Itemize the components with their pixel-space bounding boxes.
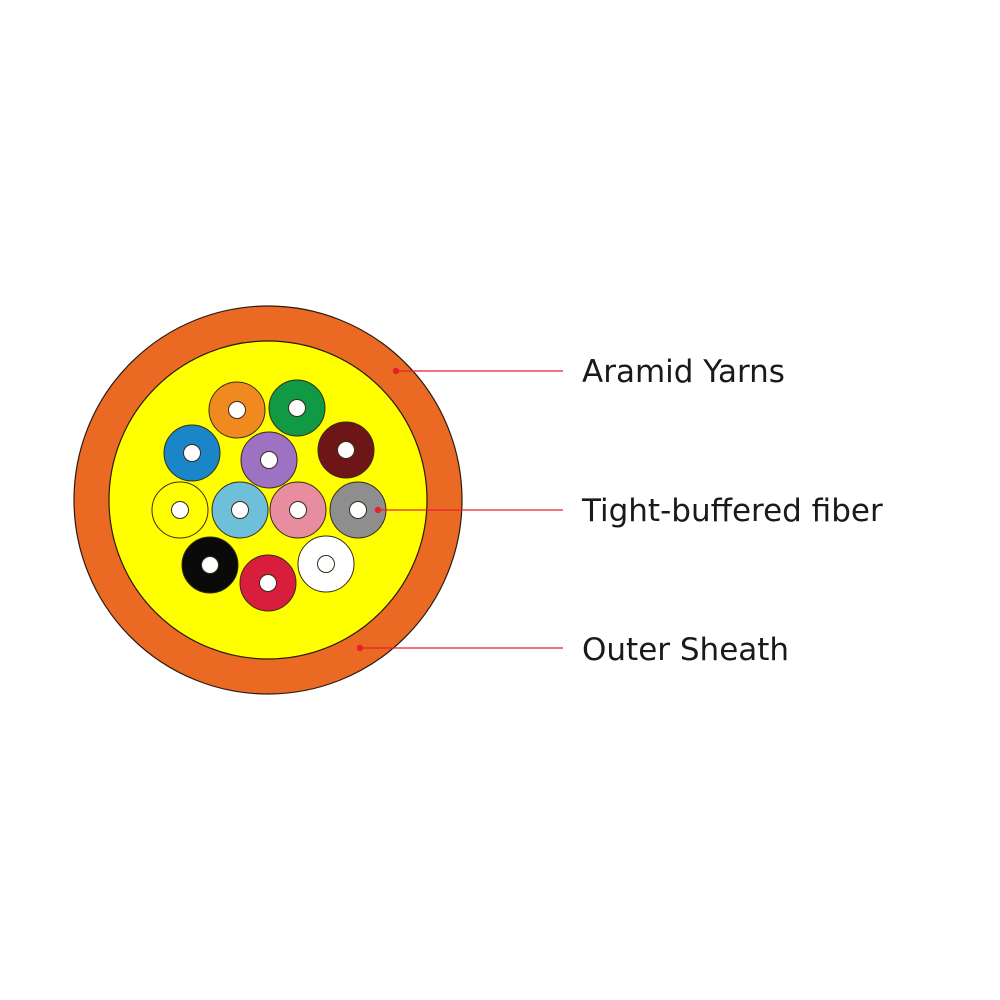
fiber-aqua xyxy=(211,481,269,539)
fiber-core-blue xyxy=(183,444,201,462)
tight-buffered-fibers xyxy=(151,379,387,612)
fiber-blue xyxy=(163,424,221,482)
fiber-brown xyxy=(317,421,375,479)
fiber-core-violet xyxy=(260,451,278,469)
fiber-core-red xyxy=(259,574,277,592)
label-aramid-yarns: Aramid Yarns xyxy=(582,354,785,390)
fiber-core-black xyxy=(201,556,219,574)
fiber-core-aqua xyxy=(231,501,249,519)
fiber-core-slate xyxy=(349,501,367,519)
fiber-black xyxy=(181,536,239,594)
fiber-white xyxy=(297,535,355,593)
fiber-rose xyxy=(269,481,327,539)
fiber-core-orange xyxy=(228,401,246,419)
fiber-core-white xyxy=(317,555,335,573)
leader-dot-sheath xyxy=(356,644,364,652)
fiber-orange xyxy=(208,381,266,439)
leader-dot-aramid xyxy=(392,367,400,375)
fiber-core-rose xyxy=(289,501,307,519)
leader-dot-fiber xyxy=(374,506,382,514)
fiber-core-brown xyxy=(337,441,355,459)
fiber-violet xyxy=(240,431,298,489)
label-outer-sheath: Outer Sheath xyxy=(582,632,789,668)
fiber-core-yellow xyxy=(171,501,189,519)
label-tight-buffered-fiber: Tight-buffered fiber xyxy=(581,493,883,529)
fiber-core-green xyxy=(288,399,306,417)
leader-lines xyxy=(356,367,563,652)
fiber-red xyxy=(239,554,297,612)
fiber-green xyxy=(268,379,326,437)
fiber-yellow xyxy=(151,481,209,539)
